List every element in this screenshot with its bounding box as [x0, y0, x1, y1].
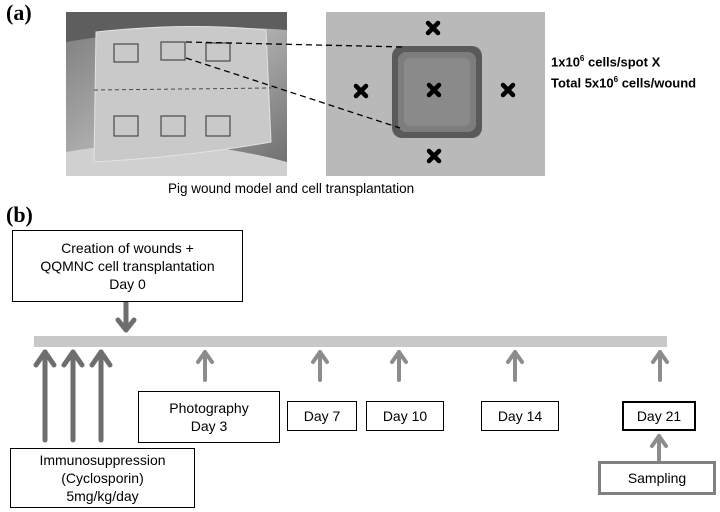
pig-wound-photo — [66, 12, 287, 176]
creation-line-3: Day 0 — [109, 276, 146, 292]
day10-label: Day 10 — [382, 408, 428, 424]
x-mark-right — [500, 82, 516, 98]
immuno-arrow-3 — [89, 349, 113, 443]
x-mark-top — [425, 20, 441, 36]
creation-line-2: QQMNC cell transplantation — [40, 258, 215, 274]
photography-day3-box: Photography Day 3 — [138, 391, 280, 443]
cells-per-wound-text: Total 5x106 cells/wound — [551, 75, 697, 91]
sampling-box: Sampling — [598, 461, 716, 495]
immuno-line-1: Immunosuppression — [39, 452, 166, 468]
immunosuppression-box: Immunosuppression (Cyclosporin) 5mg/kg/d… — [10, 448, 195, 508]
day7-label: Day 7 — [303, 408, 341, 424]
day21-label: Day 21 — [636, 408, 682, 424]
day7-arrow — [311, 350, 329, 382]
x-mark-left — [353, 83, 369, 99]
pig-wound-photo-drawing — [66, 12, 287, 176]
immuno-line-2: (Cyclosporin) — [61, 470, 144, 486]
day21-arrow — [651, 350, 669, 382]
day14-arrow — [506, 350, 524, 382]
connector-bottom-line — [185, 57, 401, 129]
day10-box: Day 10 — [366, 401, 444, 431]
day3-arrow — [196, 350, 214, 382]
day0-arrow — [115, 299, 137, 333]
timeline-bar — [34, 336, 667, 347]
immuno-arrow-1 — [33, 349, 57, 443]
day7-box: Day 7 — [287, 401, 357, 431]
cell-dose-info: 1x106 cells/spot X Total 5x106 cells/wou… — [551, 50, 696, 93]
sampling-label: Sampling — [627, 470, 687, 486]
panel-b-label: (b) — [6, 202, 33, 227]
connector-top-line — [185, 41, 406, 48]
cells-per-spot-text: 1x106 cells/spot X — [551, 54, 661, 70]
immuno-arrow-2 — [61, 349, 85, 443]
x-mark-center — [426, 82, 442, 98]
day3-label: Day 3 — [190, 418, 228, 434]
sampling-arrow — [650, 434, 668, 462]
immuno-line-3: 5mg/kg/day — [66, 488, 139, 504]
day10-arrow — [390, 350, 408, 382]
panel-a-caption: Pig wound model and cell transplantation — [168, 181, 415, 196]
day14-box: Day 14 — [481, 401, 559, 431]
creation-line-1: Creation of wounds + — [61, 240, 194, 256]
photography-label: Photography — [169, 400, 249, 416]
day14-label: Day 14 — [497, 408, 543, 424]
x-mark-bottom — [426, 148, 442, 164]
day21-box: Day 21 — [622, 401, 696, 431]
creation-of-wounds-box: Creation of wounds + QQMNC cell transpla… — [12, 230, 243, 302]
panel-a-label: (a) — [6, 0, 32, 25]
